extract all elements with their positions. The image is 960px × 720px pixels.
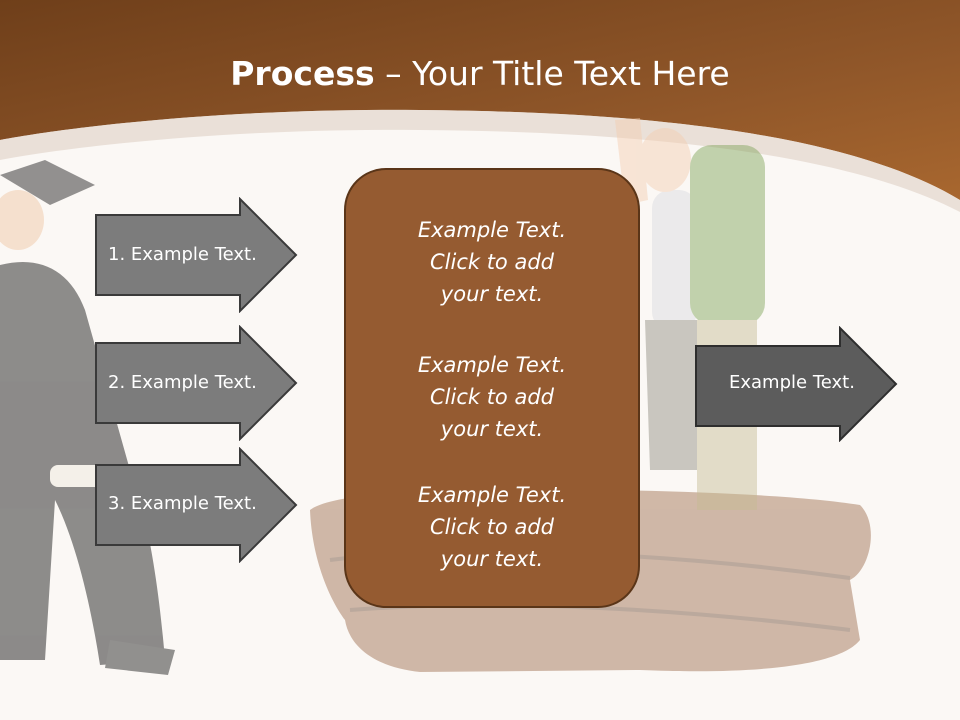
paragraph-line: Click to add [429, 250, 554, 274]
left-arrow-1-label: 1. Example Text. [108, 244, 257, 265]
left-arrow-2[interactable] [94, 325, 300, 441]
center-paragraph-3: Example Text. Click to add your text. [346, 479, 638, 575]
paragraph-line: your text. [440, 547, 544, 571]
title-bold: Process [230, 54, 375, 93]
center-paragraph-1: Example Text. Click to add your text. [346, 214, 638, 310]
paragraph-line: Example Text. [417, 353, 567, 377]
left-arrow-1[interactable] [94, 197, 300, 313]
paragraph-line: your text. [440, 282, 544, 306]
left-arrow-3[interactable] [94, 447, 300, 563]
paragraph-line: Example Text. [417, 483, 567, 507]
slide-title[interactable]: Process – Your Title Text Here [0, 50, 960, 98]
center-text-box[interactable]: Example Text. Click to add your text. Ex… [344, 168, 640, 608]
title-rest: – Your Title Text Here [374, 54, 730, 93]
graduate-figure [0, 160, 175, 675]
paragraph-line: Click to add [429, 515, 554, 539]
left-arrow-3-label: 3. Example Text. [108, 493, 257, 514]
right-arrow[interactable] [694, 326, 900, 442]
right-arrow-label: Example Text. [729, 372, 855, 393]
paragraph-line: Click to add [429, 385, 554, 409]
paragraph-line: your text. [440, 417, 544, 441]
left-arrow-2-label: 2. Example Text. [108, 372, 257, 393]
paragraph-line: Example Text. [417, 218, 567, 242]
center-paragraph-2: Example Text. Click to add your text. [346, 349, 638, 445]
